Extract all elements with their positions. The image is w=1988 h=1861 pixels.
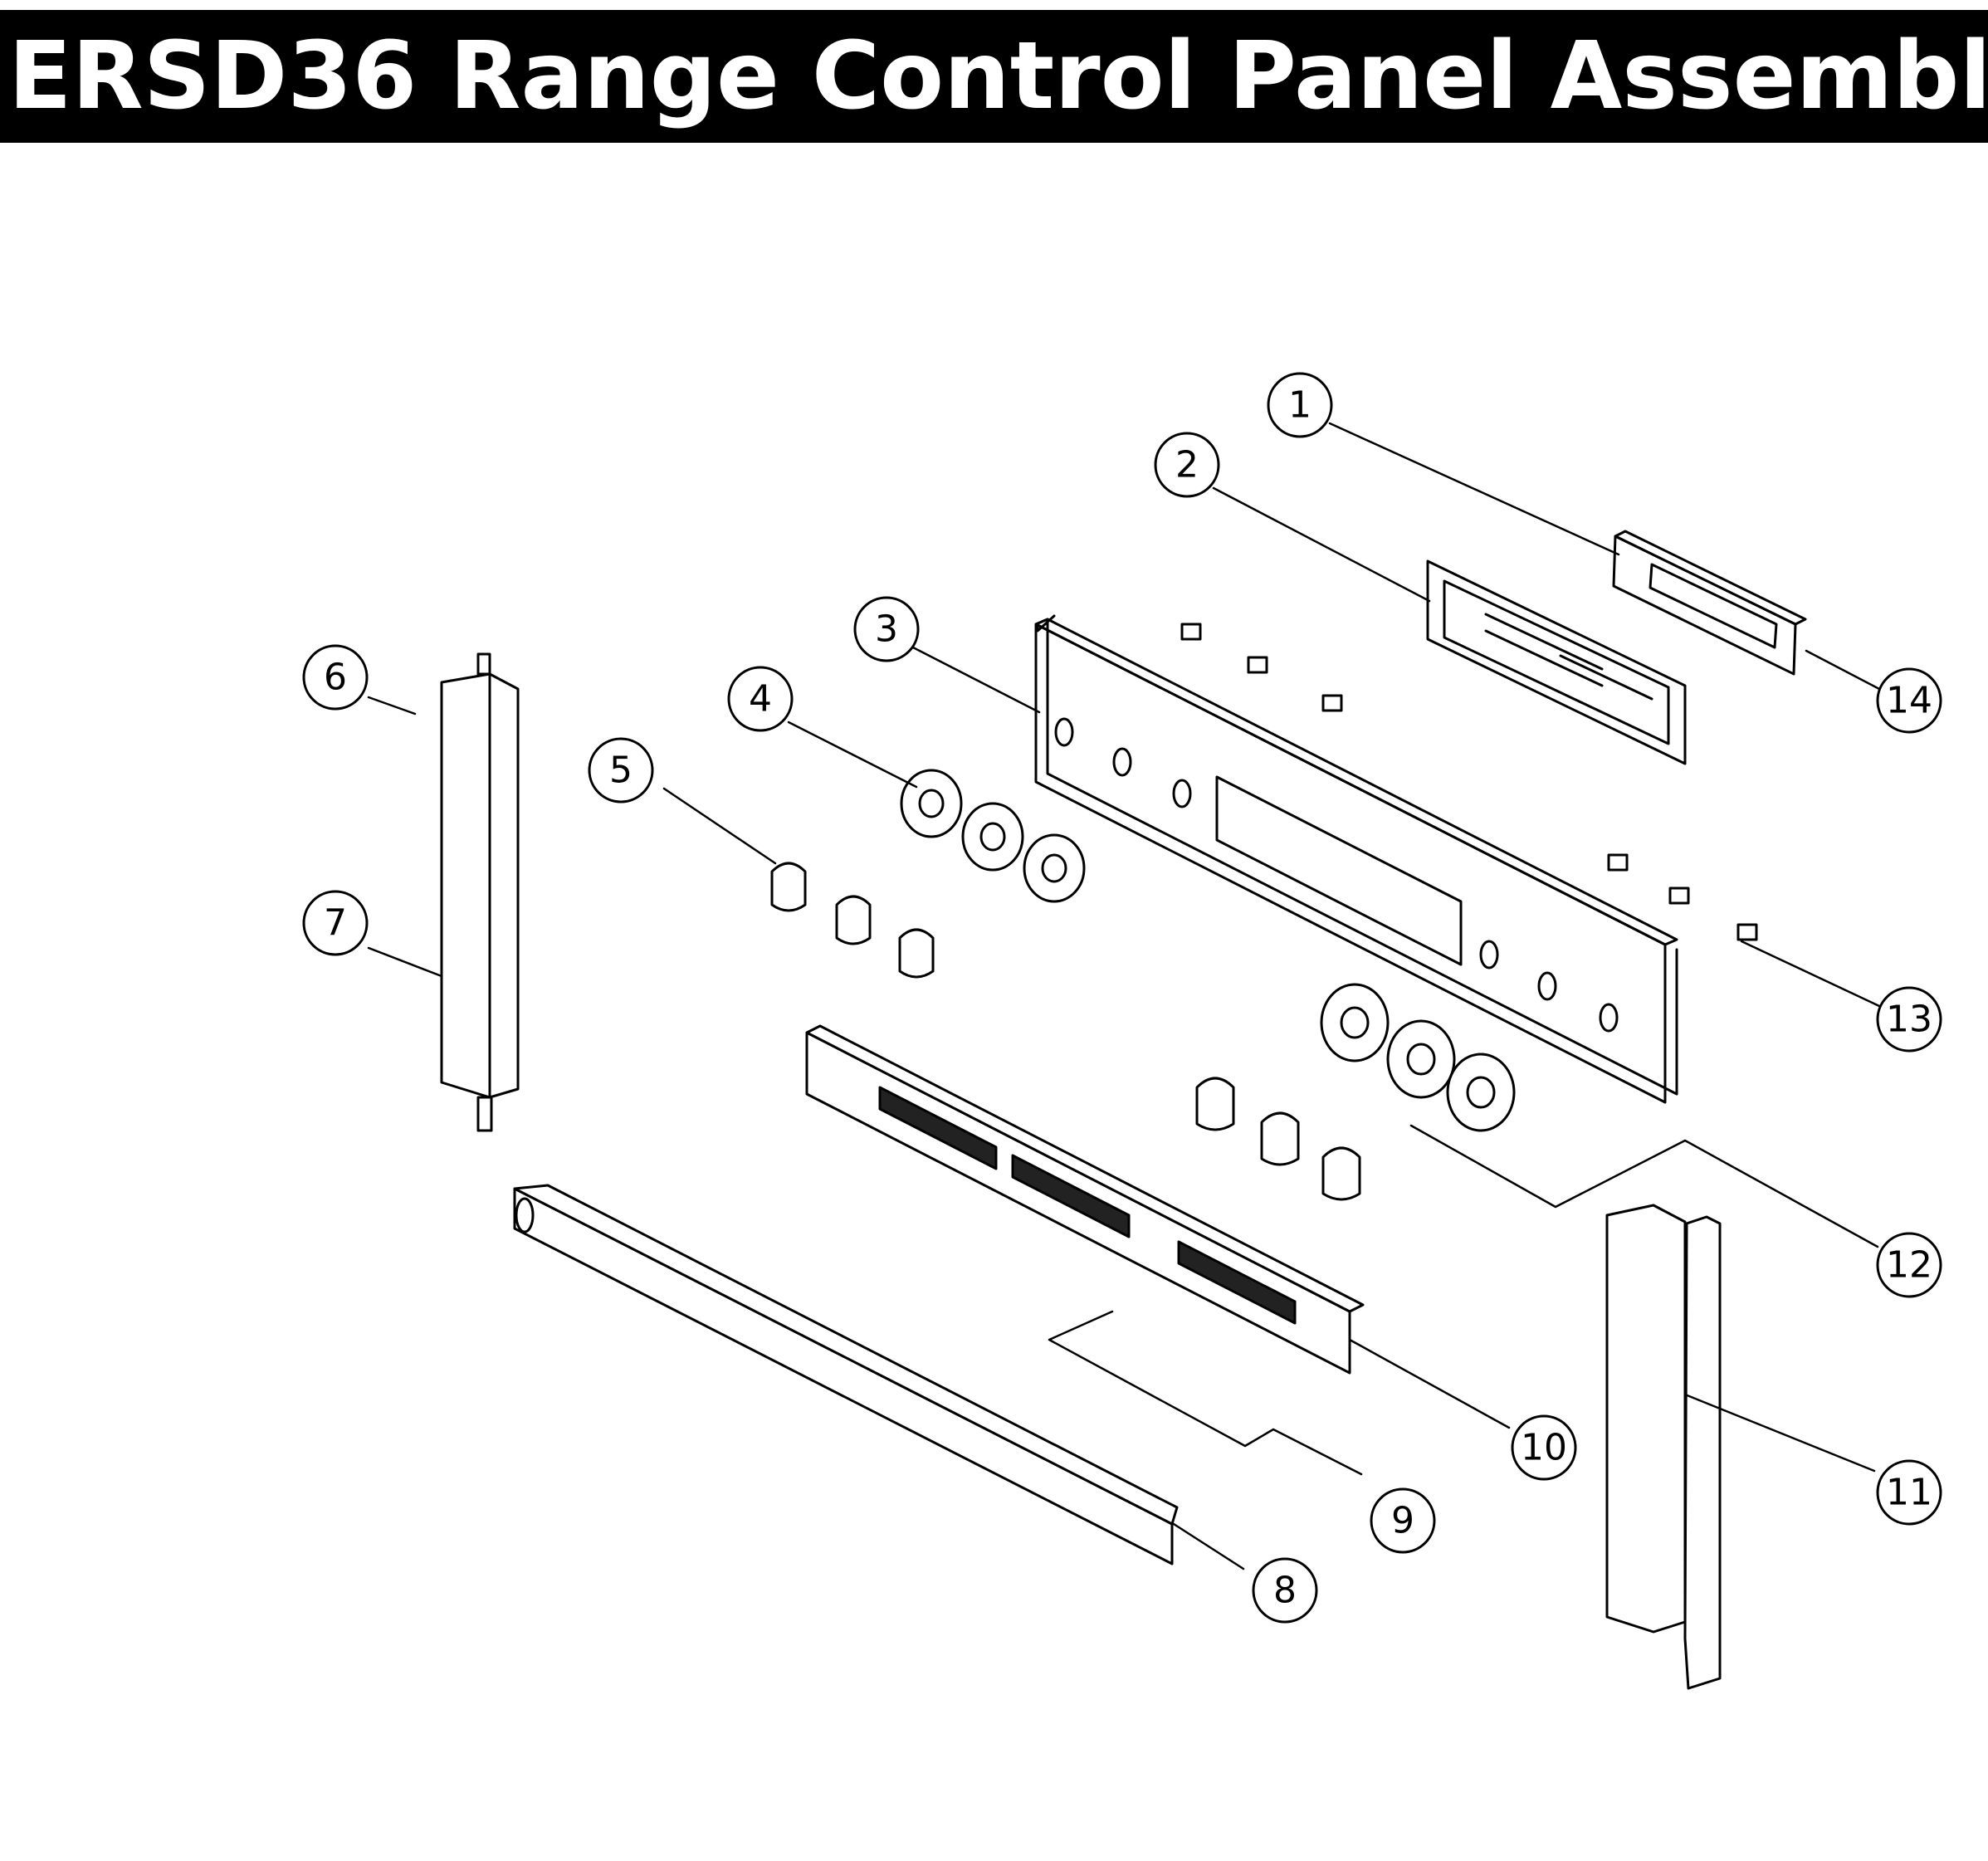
callout-bubble-11 (1876, 1459, 1942, 1526)
part-vent-grille (805, 1024, 1365, 1375)
callout-label-13: 13 (1886, 999, 1932, 1041)
callout-label-14: 14 (1886, 680, 1932, 722)
callout-bubble-7 (302, 890, 369, 956)
callout-bubble-1 (1267, 372, 1333, 438)
callout-bubble-5 (588, 737, 654, 804)
callout-label-3: 3 (875, 608, 898, 651)
callout-label-5: 5 (609, 750, 633, 792)
callout-label-10: 10 (1521, 1427, 1567, 1469)
part-control-panel (1034, 614, 1678, 1104)
callout-label-8: 8 (1273, 1570, 1297, 1612)
leader-lines (367, 422, 1881, 1570)
part-knob-bezels-right (1320, 983, 1516, 1132)
part-control-board (1426, 559, 1687, 765)
callout-label-2: 2 (1175, 444, 1199, 486)
callout-bubble-3 (853, 596, 920, 662)
callout-bubble-13 (1876, 986, 1942, 1053)
part-left-side-trim (440, 652, 520, 1132)
callout-label-11: 11 (1886, 1472, 1932, 1514)
page-title: ERSD36 Range Control Panel Assembly (0, 10, 1988, 143)
part-knobs-left (770, 862, 935, 979)
callout-bubble-8 (1252, 1557, 1318, 1624)
part-right-side-trim (1605, 1204, 1722, 1690)
callout-label-6: 6 (324, 657, 347, 699)
callout-bubble-10 (1511, 1414, 1577, 1481)
callout-bubble-2 (1154, 432, 1220, 498)
callout-bubble-6 (302, 644, 369, 711)
callout-label-1: 1 (1288, 384, 1311, 427)
callout-bubble-9 (1370, 1487, 1436, 1554)
callout-label-4: 4 (749, 678, 772, 720)
part-display-cover (1612, 530, 1807, 676)
callout-bubble-12 (1876, 1232, 1942, 1298)
callout-bubble-14 (1876, 667, 1942, 734)
part-front-rail (513, 1184, 1179, 1565)
part-switches (1180, 623, 1758, 941)
callout-label-9: 9 (1391, 1500, 1414, 1542)
callout-bubbles (302, 372, 1942, 1624)
part-knobs-right (1195, 1077, 1361, 1201)
callout-label-7: 7 (324, 902, 347, 945)
callout-bubble-4 (727, 666, 794, 732)
callout-label-12: 12 (1886, 1244, 1932, 1287)
